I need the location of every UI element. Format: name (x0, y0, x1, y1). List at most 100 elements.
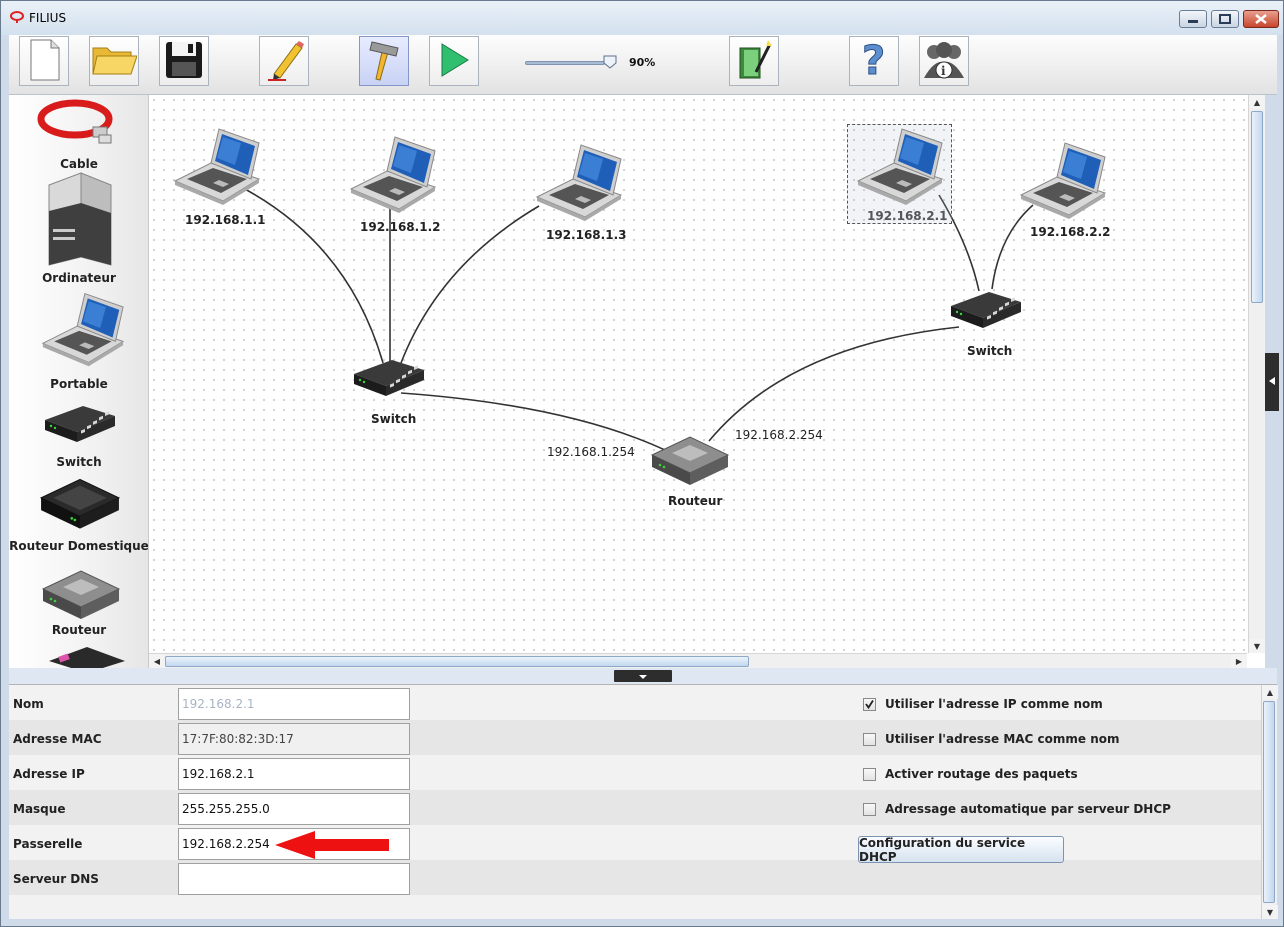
checkbox-label: Activer routage des paquets (885, 767, 1078, 781)
laptop-node[interactable] (533, 141, 623, 221)
use-ip-as-name-checkbox[interactable]: Utiliser l'adresse IP comme nom (863, 695, 1103, 713)
router-icon (650, 436, 730, 490)
network-cables (242, 187, 1034, 452)
scroll-up-icon[interactable]: ▲ (1249, 95, 1265, 109)
side-panel-toggle[interactable] (1265, 353, 1279, 411)
property-row-dns: Serveur DNS (9, 860, 1261, 895)
enable-routing-checkbox[interactable]: Activer routage des paquets (863, 765, 1093, 783)
name-field[interactable]: 192.168.2.1 (178, 688, 410, 720)
scroll-up-icon[interactable]: ▲ (1262, 685, 1278, 699)
scroll-down-icon[interactable]: ▼ (1262, 905, 1278, 919)
home-router-icon (39, 471, 121, 538)
zoom-slider[interactable]: 90% (525, 55, 655, 73)
cable-router-switch2 (708, 326, 960, 442)
edit-pencil-icon (264, 38, 304, 85)
scroll-right-icon[interactable]: ▶ (1231, 654, 1247, 668)
cable-icon (35, 97, 115, 152)
laptop-label: 192.168.1.2 (360, 220, 441, 234)
simulation-button[interactable] (429, 36, 479, 86)
save-icon (164, 40, 204, 83)
edit-button[interactable] (259, 36, 309, 86)
cable-laptop1-switch1 (242, 187, 384, 364)
zoom-thumb[interactable] (603, 55, 617, 69)
open-button[interactable] (89, 36, 139, 86)
window-title: FILIUS (29, 11, 67, 25)
use-mac-as-name-checkbox[interactable]: Utiliser l'adresse MAC comme nom (863, 730, 1120, 748)
chevron-down-icon (638, 669, 648, 683)
properties-panel: Nom 192.168.2.1 Adresse MAC 17:7F:80:82:… (9, 684, 1278, 919)
mac-address-field: 17:7F:80:82:3D:17 (178, 723, 410, 755)
open-folder-icon (91, 42, 138, 81)
wizard-button[interactable] (729, 36, 779, 86)
laptop-icon (1017, 142, 1107, 222)
dns-server-field[interactable] (178, 863, 410, 895)
laptop-label: 192.168.2.1 (867, 209, 948, 223)
scroll-thumb[interactable] (1263, 701, 1275, 903)
new-file-button[interactable] (19, 36, 69, 86)
network-canvas-area: 192.168.1.1 192.168.1.2 192.168.1.3 192.… (149, 95, 1265, 668)
close-button[interactable] (1243, 10, 1279, 28)
design-mode-hammer-icon (364, 38, 404, 85)
checkbox-box[interactable] (863, 733, 876, 746)
minimize-button[interactable] (1179, 10, 1207, 28)
laptop-node-selected[interactable]: 192.168.2.1 (847, 124, 952, 224)
chevron-left-icon (1268, 375, 1276, 389)
scroll-down-icon[interactable]: ▼ (1249, 639, 1265, 653)
laptop-node[interactable] (347, 133, 437, 213)
dhcp-config-button[interactable]: Configuration du service DHCP (858, 836, 1064, 864)
field-label: Serveur DNS (13, 872, 99, 886)
laptop-icon (347, 136, 437, 216)
switch-icon (43, 395, 117, 448)
collapse-panel-button[interactable] (614, 670, 672, 682)
laptop-label: 192.168.1.3 (546, 228, 627, 242)
scroll-thumb[interactable] (1251, 111, 1263, 303)
save-button[interactable] (159, 36, 209, 86)
property-row-gateway: Passerelle 192.168.2.254 (9, 825, 1261, 860)
laptop-icon (533, 144, 623, 224)
checkbox-box[interactable] (863, 768, 876, 781)
filius-logo-icon (9, 10, 25, 27)
field-label: Adresse MAC (13, 732, 102, 746)
canvas-vertical-scrollbar[interactable]: ▲ ▼ (1248, 95, 1265, 653)
panel-splitter[interactable] (9, 668, 1277, 684)
cable-laptop4-switch2 (938, 194, 980, 292)
checkbox-box[interactable] (863, 698, 876, 711)
network-canvas[interactable]: 192.168.1.1 192.168.1.2 192.168.1.3 192.… (149, 95, 1247, 653)
checkbox-label: Utiliser l'adresse IP comme nom (885, 697, 1103, 711)
router-label: Routeur (668, 494, 723, 508)
router-node[interactable] (650, 425, 730, 487)
switch-node[interactable] (949, 281, 1023, 331)
field-label: Nom (13, 697, 44, 711)
switch-label: Switch (967, 344, 1013, 358)
ip-address-field[interactable]: 192.168.2.1 (178, 758, 410, 790)
laptop-node[interactable] (171, 125, 261, 205)
help-button[interactable]: ? (849, 36, 899, 86)
subnet-mask-field[interactable]: 255.255.255.0 (178, 793, 410, 825)
dhcp-auto-address-checkbox[interactable]: Adressage automatique par serveur DHCP (863, 800, 1171, 818)
properties-scrollbar[interactable]: ▲ ▼ (1261, 685, 1278, 919)
router-interface-label: 192.168.2.254 (735, 428, 823, 442)
design-mode-button[interactable] (359, 36, 409, 86)
laptop-node[interactable] (1017, 139, 1107, 219)
switch-label: Switch (371, 412, 417, 426)
red-arrow-icon (273, 829, 391, 864)
switch-node[interactable] (352, 349, 426, 399)
field-label: Masque (13, 802, 66, 816)
property-row-nom: Nom 192.168.2.1 (9, 685, 1261, 720)
scroll-thumb[interactable] (165, 656, 749, 667)
simulation-play-icon (436, 40, 472, 83)
laptop-label: 192.168.1.1 (185, 213, 266, 227)
maximize-button[interactable] (1211, 10, 1239, 28)
about-button[interactable]: i (919, 36, 969, 86)
canvas-horizontal-scrollbar[interactable]: ◀ ▶ (149, 653, 1247, 668)
laptop-icon (39, 289, 125, 370)
zoom-track[interactable] (525, 61, 605, 65)
checkbox-box[interactable] (863, 803, 876, 816)
cable-laptop3-switch1 (400, 205, 540, 364)
about-info-icon: i (922, 40, 966, 83)
scroll-left-icon[interactable]: ◀ (149, 654, 165, 668)
field-label: Adresse IP (13, 767, 85, 781)
wizard-book-icon (734, 38, 774, 85)
checkbox-label: Adressage automatique par serveur DHCP (885, 802, 1171, 816)
